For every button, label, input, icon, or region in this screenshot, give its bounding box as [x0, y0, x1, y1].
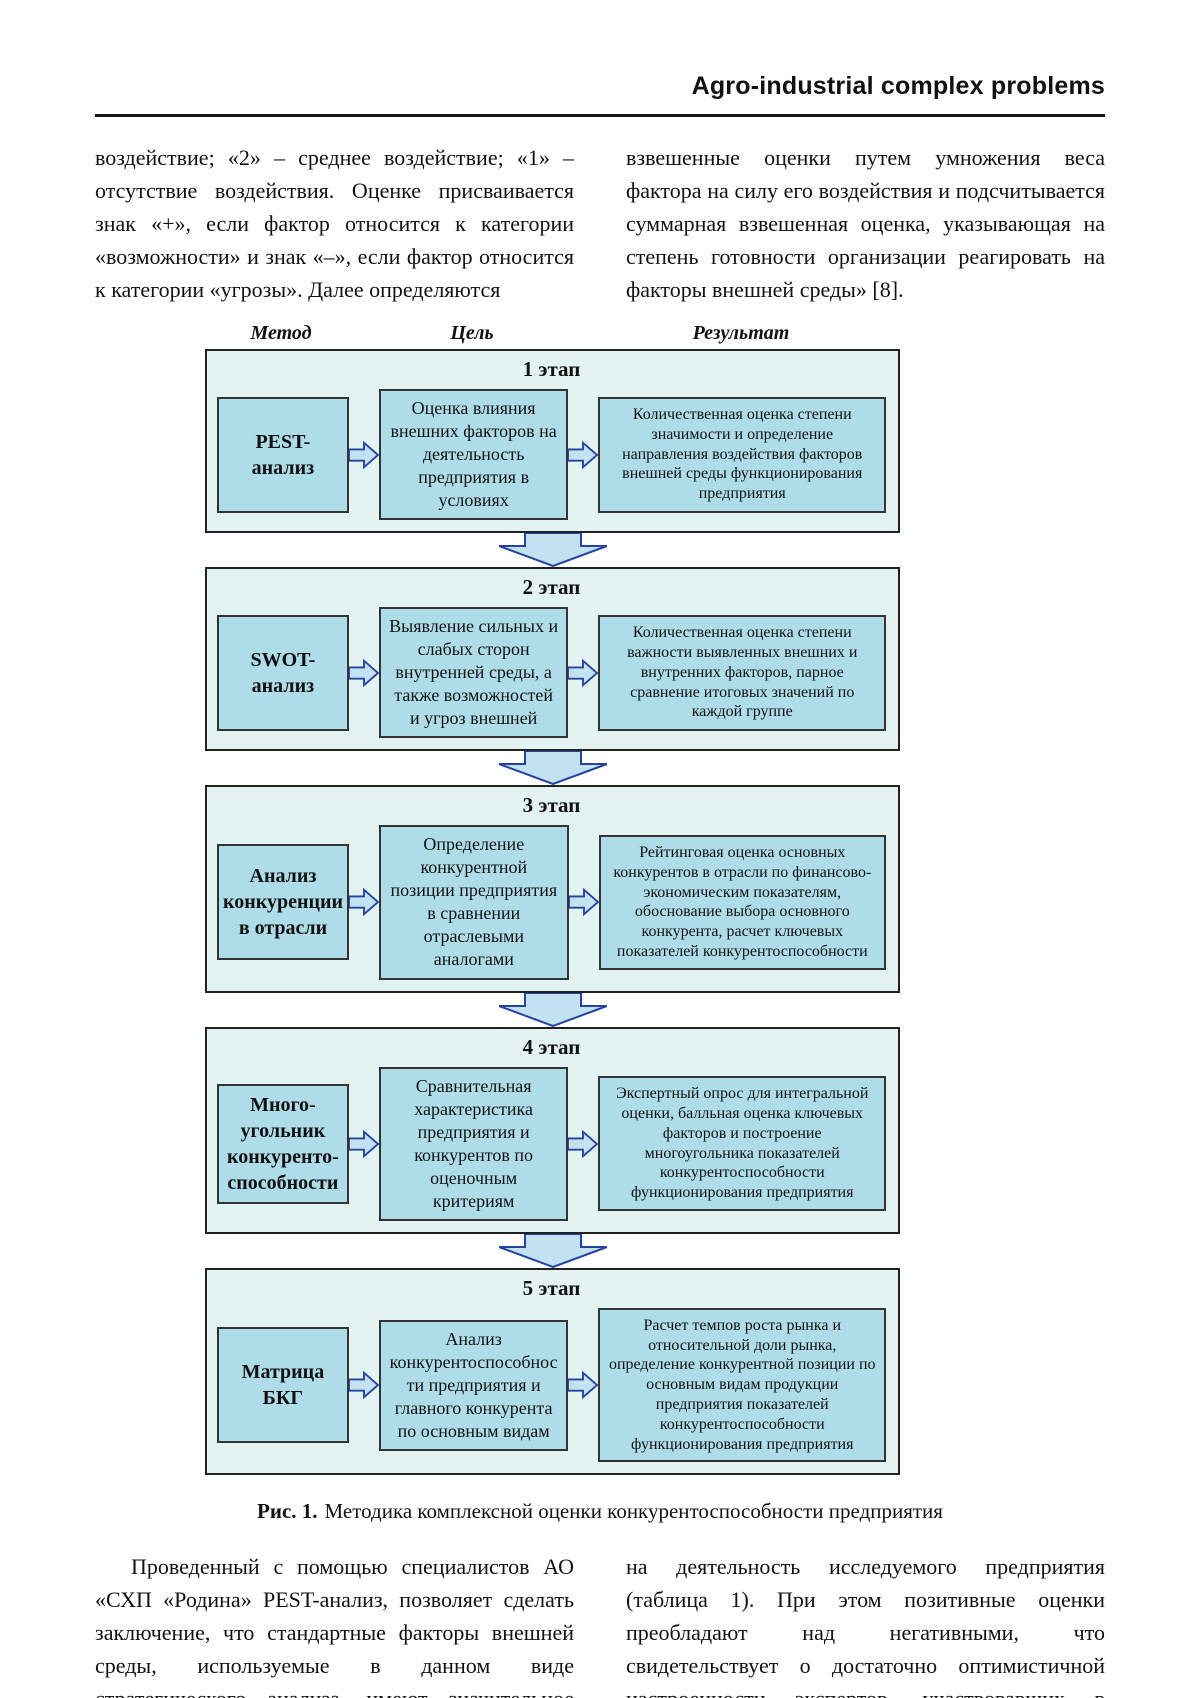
figure-caption-label: Рис. 1. [257, 1499, 318, 1524]
stage-5-method-box: Матрица БКГ [217, 1327, 349, 1444]
arrow-right-icon [568, 658, 599, 688]
stage-4-method-box: Много-угольник конкуренто-способности [217, 1083, 349, 1204]
arrow-right-icon [348, 440, 379, 470]
top-text-columns: воздействие; «2» – среднее воздействие; … [95, 141, 1105, 306]
arrow-right-icon [348, 658, 379, 688]
bottom-text-columns: Проведенный с помощью специалистов АО «С… [95, 1550, 1105, 1698]
stage-5: 5 этап Матрица БКГ Анализ конкурентоспос… [205, 1267, 900, 1476]
stage-3-method-box: Анализ конкуренции в отрасли [217, 844, 349, 961]
stage-4-title: 4 этап [522, 1034, 581, 1059]
stage-2-method-box: SWOT-анализ [217, 614, 349, 731]
column-header-goal: Цель [450, 322, 494, 344]
stage-3-goal-box: Определение конкурентной позиции предпри… [379, 825, 569, 980]
stage-5-title: 5 этап [522, 1275, 581, 1300]
bottom-text-right-column: на деятельность исследуемого предприятия… [626, 1554, 1105, 1698]
stage-4-goal-box: Сравнительная характеристика предприятия… [378, 1066, 569, 1221]
figure-column-headers: Метод Цель Результат [205, 322, 900, 345]
figure-caption-text: Методика комплексной оценки конкурентосп… [324, 1499, 943, 1524]
stage-1-method-box: PEST-анализ [217, 396, 349, 513]
arrow-down-icon [205, 992, 900, 1027]
arrow-right-icon [349, 887, 379, 917]
header-rule [95, 114, 1105, 117]
stage-1: 1 этап PEST-анализ Оценка влияния внешни… [205, 349, 900, 534]
arrow-right-icon [348, 1129, 379, 1159]
stage-5-goal-box: Анализ конкурентоспособнос ти предприяти… [378, 1319, 569, 1451]
stage-2-result-box: Количественная оценка степени важности в… [598, 614, 886, 731]
stage-3-title: 3 этап [522, 793, 581, 818]
figure-1-flowchart: Метод Цель Результат 1 этап PEST-анализ … [205, 322, 900, 1476]
stage-2: 2 этап SWOT-анализ Выявление сильных и с… [205, 567, 900, 752]
page-content: Agro-industrial complex problems воздейс… [95, 0, 1105, 1698]
column-header-method: Метод [250, 322, 312, 344]
stage-4-result-box: Экспертный опрос для интегральной оценки… [598, 1076, 886, 1212]
column-header-result: Результат [692, 322, 790, 344]
stage-1-result-box: Количественная оценка степени значимости… [598, 396, 886, 513]
stage-1-goal-box: Оценка влияния внешних факторов на деяте… [378, 389, 569, 521]
stage-3: 3 этап Анализ конкуренции в отрасли Опре… [205, 785, 900, 993]
arrow-right-icon [568, 887, 599, 917]
arrow-down-icon [205, 751, 900, 786]
arrow-right-icon [568, 1370, 599, 1400]
arrow-down-icon [205, 1233, 900, 1268]
stage-2-goal-box: Выявление сильных и слабых сторон внутре… [378, 607, 569, 739]
top-text-left-column: воздействие; «2» – среднее воздействие; … [95, 145, 574, 302]
top-text-right-column: взвешенные оценки путем умножения веса ф… [626, 145, 1105, 302]
stage-3-result-box: Рейтинговая оценка основных конкурентов … [598, 834, 886, 970]
stage-2-title: 2 этап [522, 575, 581, 600]
stage-1-title: 1 этап [522, 357, 581, 381]
bottom-text-left-column: Проведенный с помощью специалистов АО «С… [95, 1554, 574, 1698]
figure-caption: Рис. 1.Методика комплексной оценки конку… [95, 1499, 1105, 1524]
stage-4: 4 этап Много-угольник конкуренто-способн… [205, 1026, 900, 1234]
arrow-right-icon [568, 440, 599, 470]
arrow-down-icon [205, 533, 900, 568]
running-header: Agro-industrial complex problems [691, 72, 1105, 100]
arrow-right-icon [568, 1129, 599, 1159]
arrow-right-icon [348, 1370, 379, 1400]
stage-5-result-box: Расчет темпов роста рынка и относительно… [598, 1307, 886, 1463]
